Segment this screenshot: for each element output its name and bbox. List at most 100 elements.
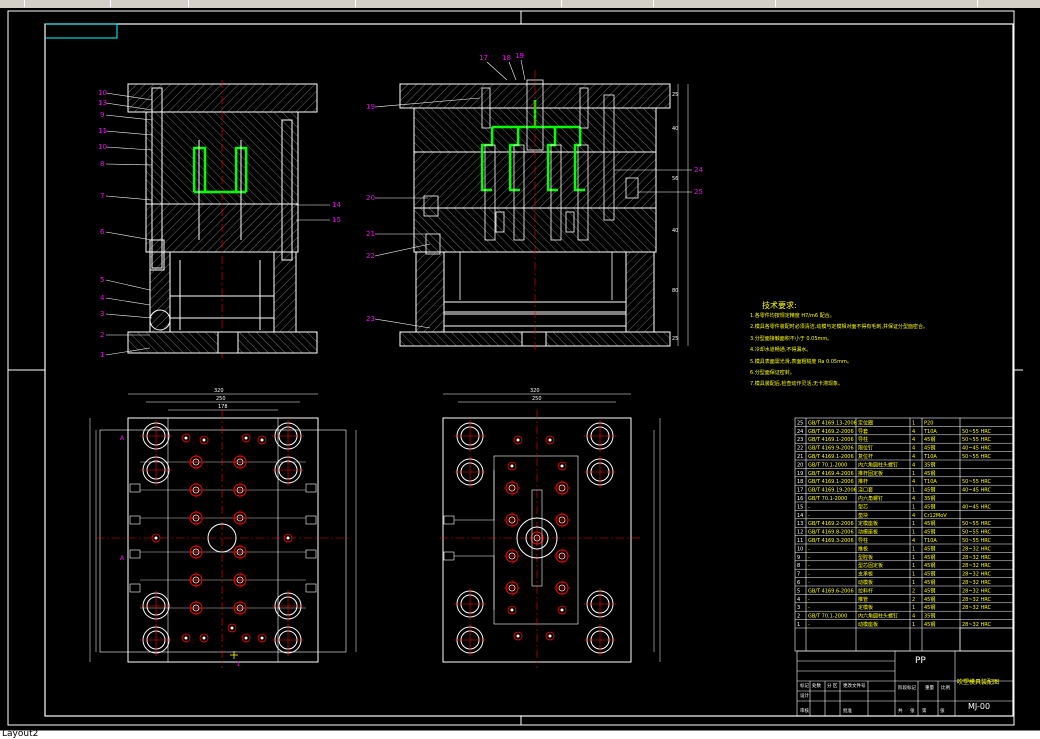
bom-cell: 28~32 HRC <box>962 555 991 561</box>
bom-cell: P20 <box>924 420 933 426</box>
bom-cell: 1 <box>797 622 800 628</box>
balloon-label: 21 <box>366 230 375 238</box>
bom-cell: 40~45 HRC <box>962 488 991 494</box>
right-view-balloons: 17 18 19 19 20 21 22 23 24 25 <box>366 52 703 329</box>
bom-cell: 50~55 HRC <box>962 454 991 460</box>
bom-cell: 型芯固定板 <box>858 562 883 569</box>
toolbar-segment[interactable] <box>26 0 111 7</box>
balloon-label: 3 <box>100 310 104 318</box>
svg-text:第: 第 <box>922 707 927 714</box>
bom-cell: 2 <box>797 614 800 620</box>
bom-cell: - <box>808 513 810 519</box>
bom-cell: - <box>808 572 810 578</box>
toolbar-segment[interactable] <box>205 0 356 7</box>
bom-cell: 50~55 HRC <box>962 538 991 544</box>
bom-cell: 拉料杆 <box>858 587 873 594</box>
svg-text:设计: 设计 <box>800 692 809 699</box>
bom-cell: 13 <box>797 521 803 527</box>
bom-cell: 推板 <box>858 545 868 552</box>
bom-cell: GB/T 4169.19-2006 <box>808 488 857 494</box>
bom-cell: 24 <box>797 429 803 435</box>
bom-cell: 5 <box>797 588 800 594</box>
bom-cell: - <box>808 597 810 603</box>
bom-cell: 28~32 HRC <box>962 580 991 586</box>
bom-cell: GB/T 70.1-2000 <box>808 614 847 620</box>
svg-text:审核: 审核 <box>800 707 809 714</box>
bom-cell: 50~55 HRC <box>962 479 991 485</box>
bom-cell: GB/T 70.1-2000 <box>808 462 847 468</box>
bom-cell: 2 <box>912 588 915 594</box>
bom-cell: 35钢 <box>924 461 935 468</box>
bom-cell: 3 <box>797 605 800 611</box>
balloon-label: 14 <box>332 201 341 209</box>
layout-tab[interactable]: Layout2 <box>2 729 39 739</box>
toolbar-segment[interactable] <box>356 0 562 7</box>
svg-text:↓: ↓ <box>236 661 241 668</box>
balloon-label: 7 <box>100 192 104 200</box>
svg-text:共: 共 <box>898 707 903 714</box>
bom-cell: 45钢 <box>924 579 935 586</box>
toolbar-segment[interactable] <box>777 0 978 7</box>
bom-cell: 推杆 <box>858 478 868 485</box>
balloon-label: 15 <box>332 216 341 224</box>
bom-cell: 4 <box>797 597 800 603</box>
bom-cell: 28~32 HRC <box>962 597 991 603</box>
bom-cell: 1 <box>912 546 915 552</box>
bom-cell: 45钢 <box>924 545 935 552</box>
drawing-canvas[interactable]: 10 13 9 11 10 8 7 6 5 4 3 2 1 14 15 <box>0 8 1040 730</box>
bom-cell: 动模板 <box>858 579 873 586</box>
bom-cell: GB/T 4169.9-2006 <box>808 446 854 452</box>
bom-cell: GB/T 4169.1-2006 <box>808 437 854 443</box>
bom-cell: 40~45 HRC <box>962 504 991 510</box>
tech-note: 7.模具装配后,检查动作灵活,无卡滞现象。 <box>750 381 843 388</box>
bom-cell: 支承板 <box>858 571 873 578</box>
bom-cell: 28~32 HRC <box>962 588 991 594</box>
svg-text:56: 56 <box>672 176 678 182</box>
bom-cell: 内六角圆柱头螺钉 <box>858 613 898 620</box>
toolbar-segment[interactable] <box>0 0 25 7</box>
bom-cell: 28~32 HRC <box>962 572 991 578</box>
bom-cell: GB/T 4169.2-2006 <box>808 521 854 527</box>
bom-cell: 10 <box>797 546 803 552</box>
bom-cell: 45钢 <box>924 470 935 477</box>
bom-cell: T10A <box>923 538 937 544</box>
bom-cell: 12 <box>797 530 803 536</box>
bom-cell: 4 <box>912 446 915 452</box>
svg-text:A: A <box>120 555 125 562</box>
bom-cell: - <box>808 580 810 586</box>
bom-cell: 7 <box>797 572 800 578</box>
svg-text:阶段标记: 阶段标记 <box>898 684 916 691</box>
bom-cell: 推杆固定板 <box>858 470 883 477</box>
title-block-marks: 标记处数分 区更改文件号 设计审核批准 阶段标记重量比例 共张第张 <box>800 682 950 714</box>
svg-text:分 区: 分 区 <box>827 682 838 689</box>
toolbar-segment[interactable] <box>563 0 654 7</box>
bom-cell: 1 <box>912 572 915 578</box>
bom-cell: 28~32 HRC <box>962 563 991 569</box>
balloon-label: 9 <box>100 111 104 119</box>
toolbar-segment[interactable] <box>112 0 189 7</box>
svg-text:重量: 重量 <box>925 684 934 691</box>
bom-cell: T10A <box>923 454 937 460</box>
drawing-number: MJ-00 <box>968 702 990 711</box>
bom-cell: 19 <box>797 471 803 477</box>
bom-cell: 28~32 HRC <box>962 605 991 611</box>
bom-cell: 4 <box>912 614 915 620</box>
tech-note: 5.模具表面需光滑,表面粗糙度 Ra 0.05mm。 <box>750 358 852 365</box>
tech-note: 1.各零件均按规定精度 H7/m6 配合。 <box>750 313 835 319</box>
bom-cell: 4 <box>912 462 915 468</box>
bom-cell: GB/T 4169.13-2006 <box>808 420 857 426</box>
balloon-label: 8 <box>100 160 104 168</box>
balloon-label: 17 <box>479 54 488 62</box>
bom-cell: 4 <box>912 437 915 443</box>
bom-cell: 1 <box>912 488 915 494</box>
bom-cell: 1 <box>912 605 915 611</box>
bom-cell: GB/T 4169.4-2006 <box>808 471 854 477</box>
svg-text:更改文件号: 更改文件号 <box>843 682 866 689</box>
balloon-label: 10 <box>98 143 107 151</box>
toolbar-segment[interactable] <box>655 0 776 7</box>
tech-note: 3.分型面接触面积不小于 0.05mm。 <box>750 335 833 342</box>
balloon-label: 18 <box>502 54 511 62</box>
bom-cell: 4 <box>912 429 915 435</box>
bom-cell: 1 <box>912 471 915 477</box>
